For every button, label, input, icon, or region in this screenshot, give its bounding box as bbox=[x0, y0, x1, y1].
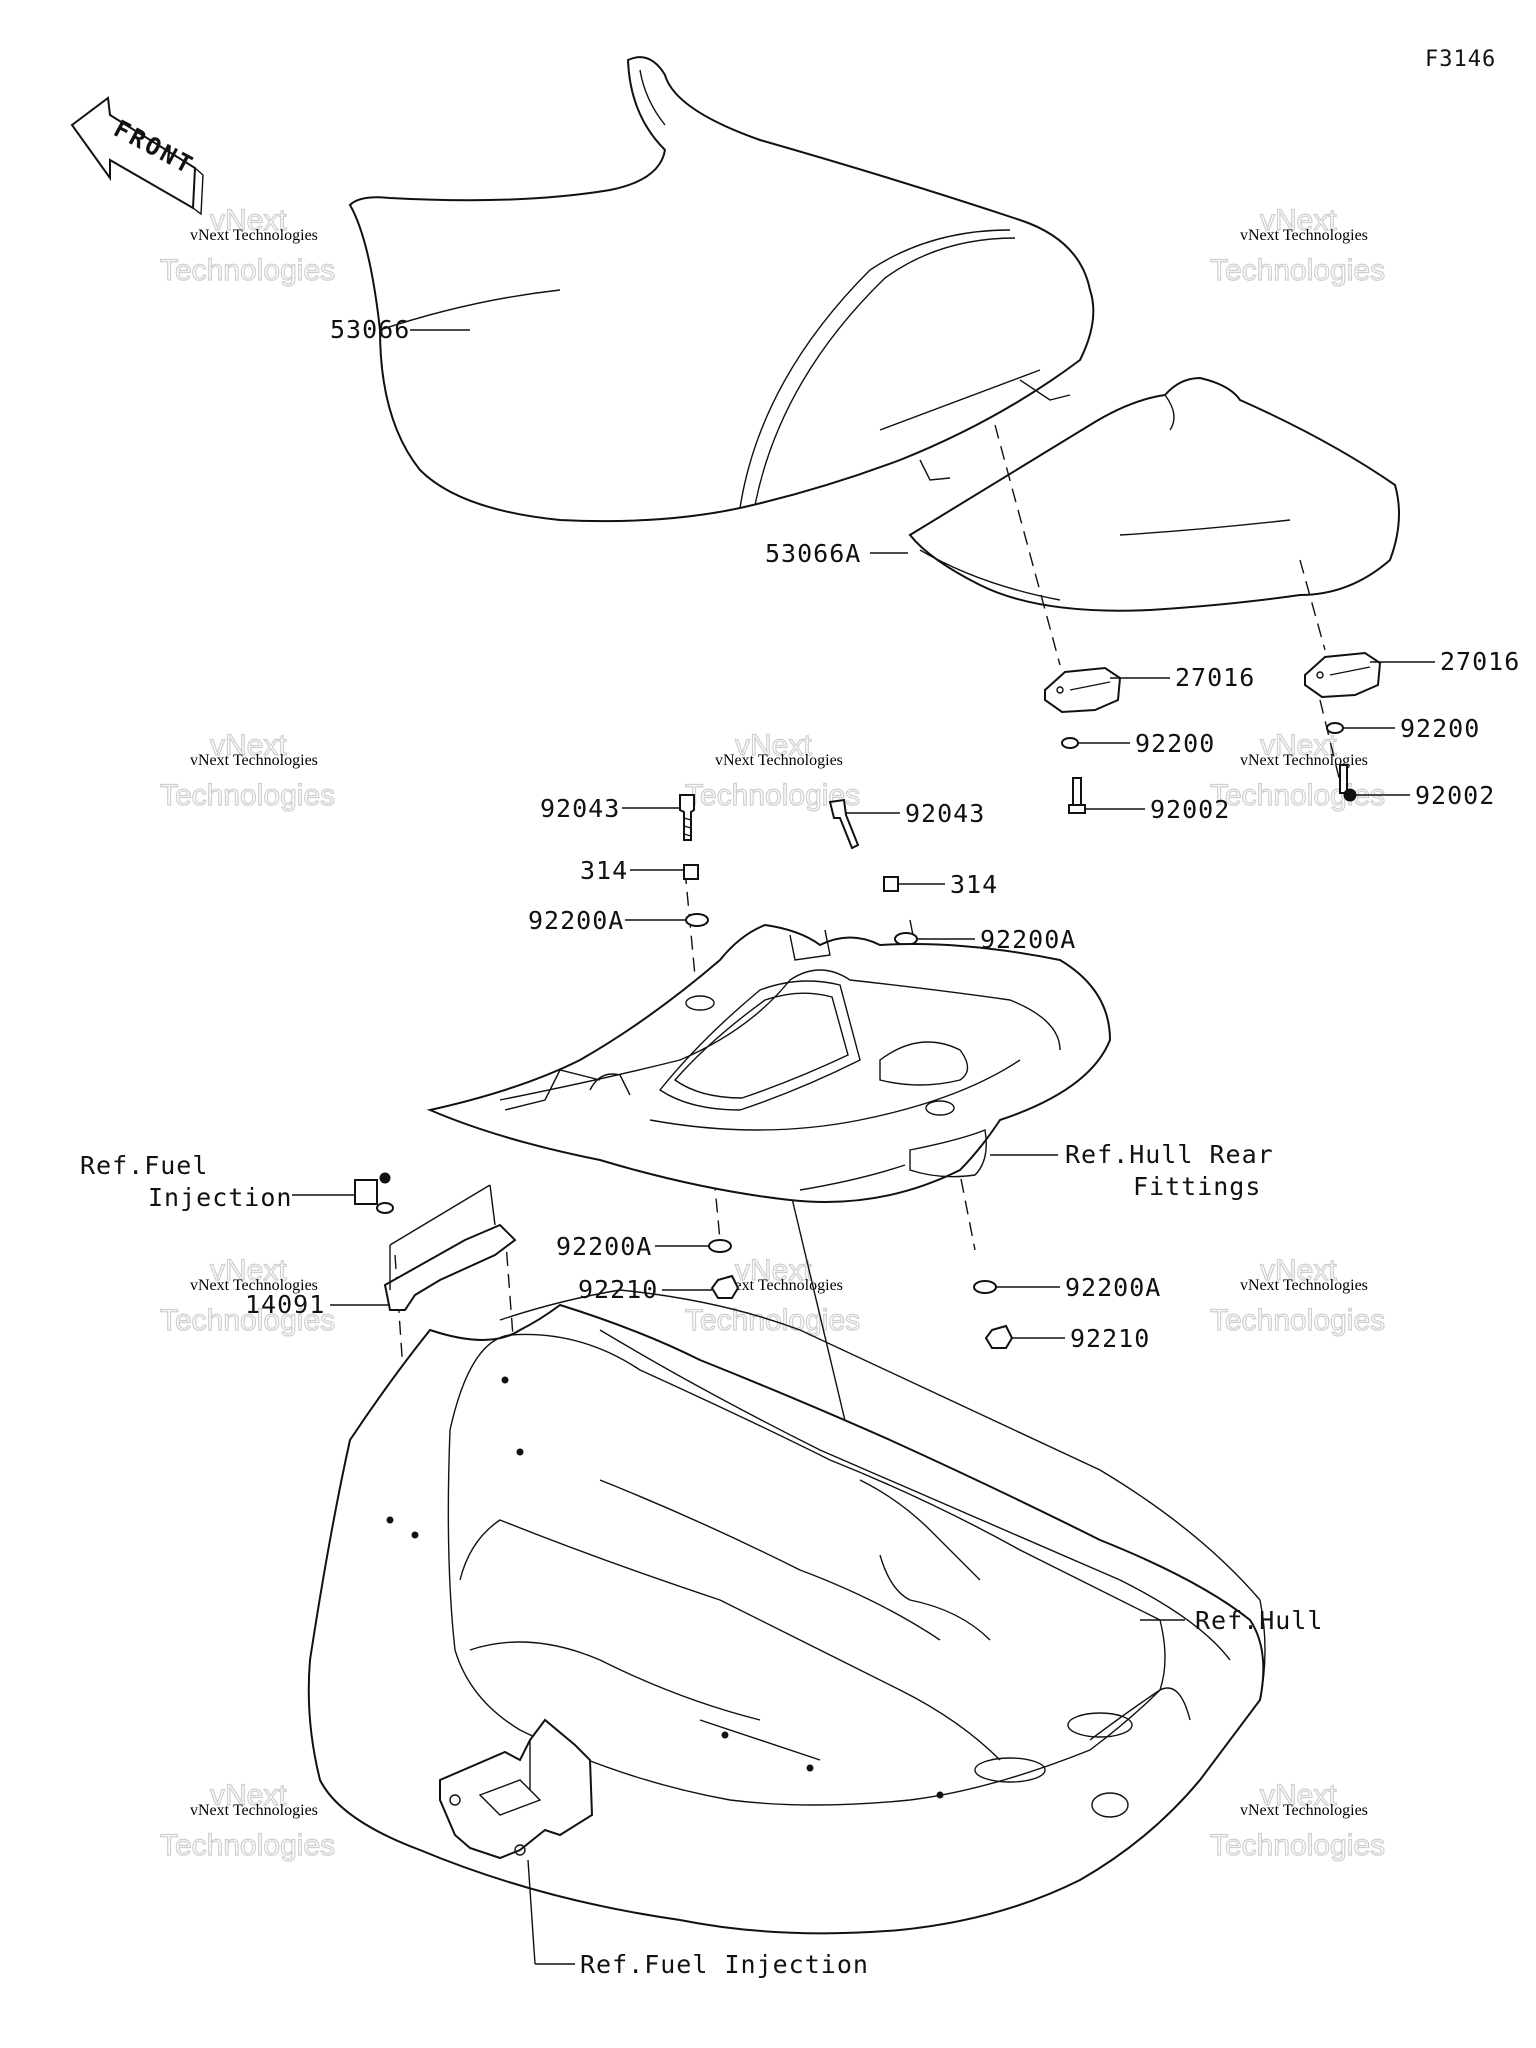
watermark: vNext vNext Technologies Technologies bbox=[684, 728, 860, 812]
svg-text:vNext Technologies: vNext Technologies bbox=[715, 1277, 843, 1294]
svg-text:vNext Technologies: vNext Technologies bbox=[1240, 752, 1368, 769]
washer-a-bottom-left-part bbox=[708, 1239, 732, 1253]
fuel-injection-bracket-part bbox=[439, 1718, 594, 1860]
watermark: vNext vNext Technologies Technologies bbox=[159, 203, 335, 287]
svg-text:Technologies: Technologies bbox=[160, 1304, 335, 1337]
nut-bottom-right-part bbox=[984, 1324, 1014, 1349]
stud-right-part bbox=[828, 798, 860, 850]
label-314-left: 314 bbox=[580, 856, 628, 885]
svg-text:vNext Technologies: vNext Technologies bbox=[715, 752, 843, 769]
washer-left-part bbox=[1061, 737, 1079, 749]
seat-bracket-left-part bbox=[1044, 666, 1122, 714]
nut-left-part bbox=[683, 864, 699, 880]
nut-right-part bbox=[883, 876, 899, 892]
svg-text:vNext Technologies: vNext Technologies bbox=[190, 227, 318, 244]
washer-right-part bbox=[1326, 722, 1344, 734]
label-92200A-top-left: 92200A bbox=[528, 906, 624, 935]
watermark: vNext vNext Technologies Technologies bbox=[684, 1253, 860, 1337]
front-seat-part bbox=[348, 56, 1095, 523]
svg-text:vNext: vNext bbox=[210, 204, 287, 237]
washer-a-top-left-part bbox=[685, 913, 709, 927]
label-92210-right: 92210 bbox=[1070, 1324, 1150, 1353]
svg-text:vNext Technologies: vNext Technologies bbox=[1240, 1802, 1368, 1819]
seat-bracket-right-part bbox=[1304, 651, 1382, 699]
nut-bottom-left-part bbox=[710, 1274, 740, 1299]
watermark: vNext vNext Technologies Technologies bbox=[1209, 1253, 1385, 1337]
label-ref-hull: Ref.Hull bbox=[1195, 1606, 1323, 1635]
watermark: vNext vNext Technologies Technologies bbox=[159, 1778, 335, 1862]
label-27016-right: 27016 bbox=[1440, 647, 1520, 676]
label-92210-left: 92210 bbox=[578, 1275, 658, 1304]
svg-text:vNext: vNext bbox=[210, 1254, 287, 1287]
svg-text:vNext: vNext bbox=[210, 729, 287, 762]
label-53066A: 53066A bbox=[765, 539, 861, 568]
svg-text:vNext: vNext bbox=[1260, 204, 1337, 237]
svg-text:vNext: vNext bbox=[1260, 1254, 1337, 1287]
leader-lines bbox=[292, 329, 1435, 1965]
watermark: vNext vNext Technologies Technologies bbox=[159, 728, 335, 812]
center-bracket-part bbox=[354, 1172, 517, 1311]
label-27016-left: 27016 bbox=[1175, 663, 1255, 692]
label-53066: 53066 bbox=[330, 315, 410, 344]
svg-text:Technologies: Technologies bbox=[160, 254, 335, 287]
svg-text:vNext Technologies: vNext Technologies bbox=[190, 1802, 318, 1819]
label-92043-right: 92043 bbox=[905, 799, 985, 828]
label-ref-hull-rear-line1: Ref.Hull Rear bbox=[1065, 1140, 1274, 1169]
label-314-right: 314 bbox=[950, 870, 998, 899]
svg-text:vNext: vNext bbox=[1260, 729, 1337, 762]
bolt-left-part bbox=[1068, 777, 1086, 814]
svg-text:vNext Technologies: vNext Technologies bbox=[1240, 227, 1368, 244]
label-92200-right: 92200 bbox=[1400, 714, 1480, 743]
svg-text:Technologies: Technologies bbox=[160, 779, 335, 812]
alignment-line bbox=[1319, 699, 1343, 791]
stud-left-part bbox=[679, 794, 695, 841]
label-ref-hull-rear-line2: Fittings bbox=[1133, 1172, 1261, 1201]
front-label: FRONT bbox=[109, 115, 199, 181]
alignment-line bbox=[1299, 559, 1326, 651]
svg-text:Technologies: Technologies bbox=[1210, 1829, 1385, 1862]
label-14091: 14091 bbox=[245, 1290, 325, 1319]
label-92002-left: 92002 bbox=[1150, 795, 1230, 824]
figure-code: F3146 bbox=[1425, 47, 1496, 72]
svg-text:vNext Technologies: vNext Technologies bbox=[190, 1277, 318, 1294]
svg-text:vNext Technologies: vNext Technologies bbox=[1240, 1277, 1368, 1294]
svg-text:vNext: vNext bbox=[735, 729, 812, 762]
label-92002-right: 92002 bbox=[1415, 781, 1495, 810]
label-92200A-bottom-right: 92200A bbox=[1065, 1273, 1161, 1302]
svg-text:Technologies: Technologies bbox=[1210, 254, 1385, 287]
label-ref-fuel-injection-bottom: Ref.Fuel Injection bbox=[580, 1950, 869, 1979]
svg-text:vNext: vNext bbox=[210, 1779, 287, 1812]
washer-a-bottom-right-part bbox=[973, 1280, 997, 1294]
svg-text:vNext Technologies: vNext Technologies bbox=[190, 752, 318, 769]
watermark: vNext vNext Technologies Technologies bbox=[159, 1253, 335, 1337]
label-92200-left: 92200 bbox=[1135, 729, 1215, 758]
label-ref-fuel-injection-top-line1: Ref.Fuel bbox=[80, 1151, 208, 1180]
svg-text:vNext: vNext bbox=[735, 1254, 812, 1287]
svg-text:Technologies: Technologies bbox=[160, 1829, 335, 1862]
label-92200A-top-right: 92200A bbox=[980, 925, 1076, 954]
watermark: vNext vNext Technologies Technologies bbox=[1209, 1778, 1385, 1862]
alignment-line bbox=[994, 424, 1061, 666]
hull-part bbox=[307, 1289, 1266, 1935]
label-92200A-bottom-left: 92200A bbox=[556, 1232, 652, 1261]
hull-rear-fitting-part bbox=[426, 923, 1112, 1203]
svg-text:Technologies: Technologies bbox=[1210, 1304, 1385, 1337]
watermark: vNext vNext Technologies Technologies bbox=[1209, 203, 1385, 287]
front-arrow-icon: FRONT bbox=[70, 96, 204, 216]
watermark: vNext vNext Technologies Technologies bbox=[1209, 728, 1385, 812]
label-ref-fuel-injection-top-line2: Injection bbox=[148, 1183, 292, 1212]
svg-text:vNext: vNext bbox=[1260, 1779, 1337, 1812]
label-92043-left: 92043 bbox=[540, 794, 620, 823]
